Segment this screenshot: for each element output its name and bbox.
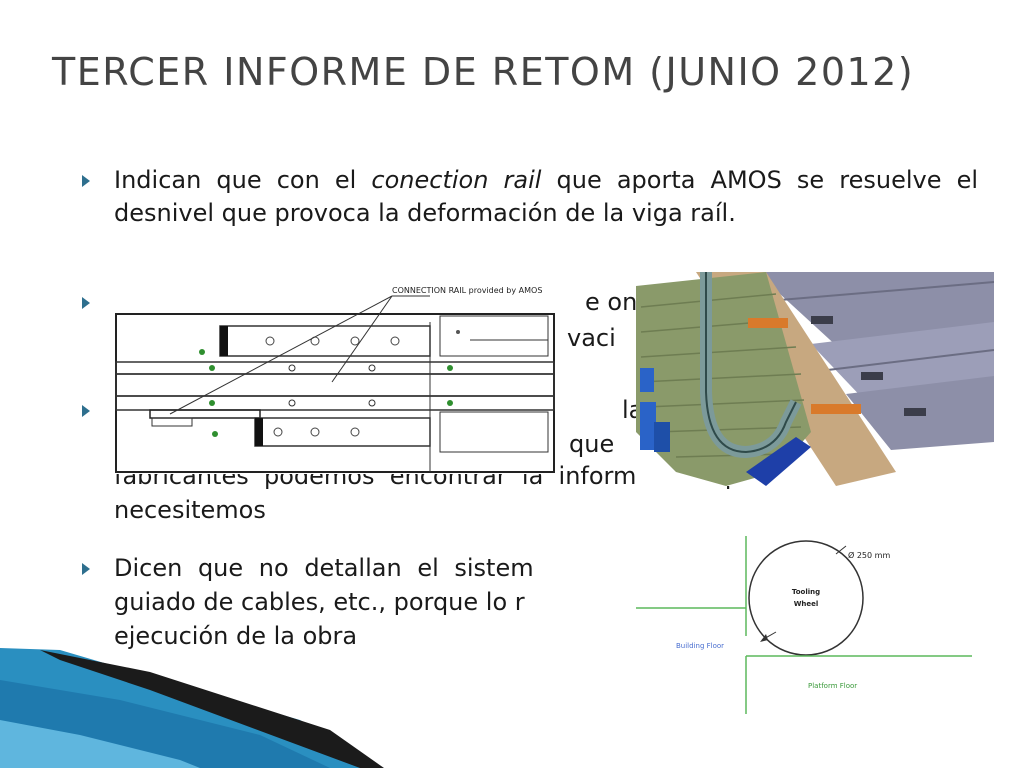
- slide-title: TERCER INFORME DE RETOM (JUNIO 2012): [52, 50, 915, 94]
- bullet-1-text: Indican que con el conection rail que ap…: [114, 166, 979, 227]
- bullet-1: Indican que con el conection rail que ap…: [82, 164, 978, 230]
- tooling-wheel-diagram: Ø 250 mm Tooling Wheel Building Floor Pl…: [636, 536, 976, 716]
- bullet-arrow-icon: [82, 297, 90, 309]
- rail-3d-render: [636, 272, 994, 486]
- building-floor-label: Building Floor: [676, 642, 724, 650]
- bullet-arrow-icon: [82, 175, 90, 187]
- bullet-4-line-3: ejecución de la obra: [114, 622, 358, 650]
- bullet-4-line-1: Dicen que no detallan el sistem: [114, 554, 534, 582]
- bullet-arrow-icon: [82, 405, 90, 417]
- tooling-wheel-circle: [748, 540, 864, 656]
- connection-rail-callout: CONNECTION RAIL provided by AMOS: [392, 286, 542, 295]
- wheel-label-tooling: Tooling: [792, 588, 820, 596]
- bullet-2-fragment-2: vaci: [567, 324, 616, 352]
- wheel-label-wheel: Wheel: [794, 600, 819, 608]
- bullet-1-emphasis: conection rail: [371, 166, 542, 194]
- wheel-diameter-label: Ø 250 mm: [848, 550, 890, 560]
- bullet-3-fragment-4: necesitemos: [114, 496, 266, 524]
- bullet-3-fragment-2: que: [569, 430, 615, 458]
- bullet-4-line-2: guiado de cables, etc., porque lo r: [114, 588, 525, 616]
- bullet-2-fragment-1: e on: [585, 288, 638, 316]
- bullet-arrow-icon: [82, 563, 90, 575]
- connection-rail-drawing: CONNECTION RAIL provided by AMOS: [110, 282, 560, 474]
- platform-floor-label: Platform Floor: [808, 682, 857, 690]
